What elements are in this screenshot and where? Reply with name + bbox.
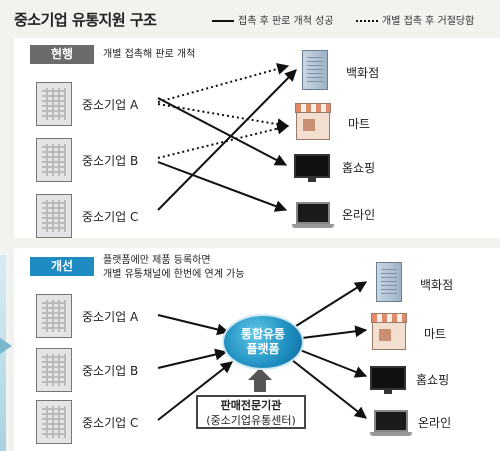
line-a-tv (157, 97, 288, 166)
current-dest-tv: 홈쇼핑 (342, 161, 376, 175)
line-c-dept (157, 69, 297, 211)
current-dest-mart: 마트 (348, 117, 371, 131)
building-icon (36, 138, 72, 182)
improved-dest-dept: 백화점 (420, 278, 454, 292)
line-b-online (157, 161, 288, 212)
line-hub-dept (295, 281, 368, 327)
side-arrow-icon (0, 338, 12, 354)
mart-icon (295, 103, 331, 140)
building-icon (36, 82, 72, 126)
department-store-icon (376, 262, 402, 302)
building-icon (36, 194, 72, 238)
line-ib-hub (157, 348, 228, 369)
current-panel (14, 38, 500, 238)
line-b-mart (157, 122, 290, 159)
improved-company-a: 중소기업 A (36, 294, 154, 338)
tv-icon (370, 366, 406, 394)
current-dest-online: 온라인 (342, 208, 376, 222)
building-icon (36, 348, 72, 392)
building-icon (36, 294, 72, 338)
improved-desc-1: 플랫폼에만 제품 등록하면 (103, 255, 211, 266)
sales-agency-box: 판매전문기관 (중소기업유통센터) (196, 395, 306, 429)
laptop-icon (370, 410, 412, 436)
line-ia-hub (157, 314, 230, 336)
current-company-c: 중소기업 C (36, 194, 154, 238)
improved-dest-tv: 홈쇼핑 (416, 373, 450, 387)
current-tag: 현행 (30, 45, 94, 64)
legend-dotted: 개별 접촉 후 거절당함 (356, 12, 474, 27)
department-store-icon (302, 50, 328, 90)
tv-icon (294, 154, 330, 182)
line-hub-tv (299, 349, 368, 378)
diagram-title: 중소기업 유통지원 구조 (14, 11, 157, 29)
solid-line-icon (212, 20, 234, 22)
improved-company-c: 중소기업 C (36, 400, 154, 444)
line-a-online (157, 103, 290, 131)
dotted-line-icon (356, 20, 378, 22)
line-hub-online (291, 359, 367, 419)
building-icon (36, 400, 72, 444)
laptop-icon (292, 202, 334, 228)
legend-solid: 접촉 후 판로 개척 성공 (212, 12, 334, 27)
improved-desc-2: 개별 유통채널에 한번에 연계 가능 (103, 269, 245, 280)
improved-dest-mart: 마트 (424, 327, 447, 341)
current-company-b: 중소기업 B (36, 138, 154, 182)
current-desc: 개별 접촉해 판로 개척 (103, 49, 196, 60)
line-hub-mart (301, 325, 368, 339)
current-dest-dept: 백화점 (346, 66, 380, 80)
improved-tag: 개선 (30, 257, 94, 276)
improved-dest-online: 온라인 (418, 416, 452, 430)
agency-arrow (248, 368, 272, 392)
improved-company-b: 중소기업 B (36, 348, 154, 392)
line-ic-hub (157, 361, 233, 421)
integrated-platform-hub: 통합유통 플랫폼 (224, 316, 302, 368)
mart-icon (371, 313, 407, 350)
current-company-a: 중소기업 A (36, 82, 154, 126)
